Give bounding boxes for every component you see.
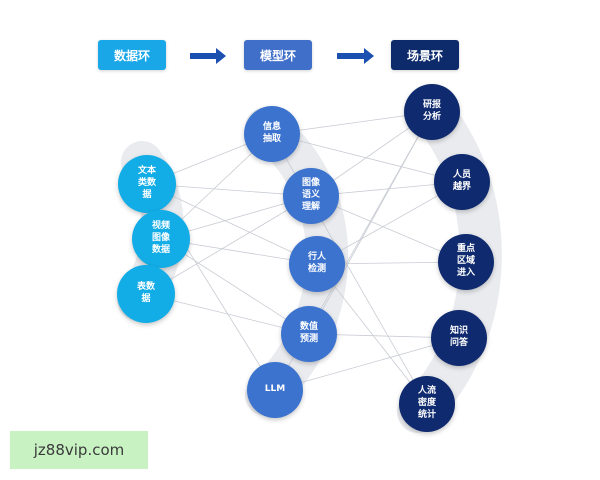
arrow-data-to-model (190, 48, 226, 64)
data-node-table: 表数 据 (117, 265, 175, 323)
scene-node-research: 研报 分析 (404, 84, 460, 140)
scene-node-cross: 人员 越界 (434, 154, 490, 210)
arrow-model-to-scene (337, 48, 374, 64)
connection-line-llm-qa (274, 337, 460, 391)
connection-line-ped-crowd (316, 263, 428, 405)
model-node-num: 数值 预测 (281, 306, 337, 362)
model-node-llm: LLM (247, 362, 303, 418)
data-node-text: 文本 类数 据 (118, 155, 176, 213)
model-ring-header: 模型环 (244, 40, 312, 70)
model-node-info: 信息 抽取 (244, 106, 300, 162)
model-node-image: 图像 语义 理解 (283, 168, 339, 224)
scene-node-qa: 知识 问答 (431, 310, 487, 366)
watermark: jz88vip.com (10, 431, 148, 469)
scene-node-zone: 重点 区域 进入 (438, 234, 494, 290)
scene-ring-header: 场景环 (391, 40, 459, 70)
model-node-ped: 行人 检测 (289, 236, 345, 292)
connection-line-table-image (145, 195, 312, 295)
scene-node-crowd: 人流 密度 统计 (399, 376, 455, 432)
connection-line-info-cross (271, 133, 463, 183)
data-node-video: 视频 图像 数据 (132, 210, 190, 268)
connection-line-text-ped (146, 183, 318, 265)
data-ring-header: 数据环 (98, 40, 166, 70)
